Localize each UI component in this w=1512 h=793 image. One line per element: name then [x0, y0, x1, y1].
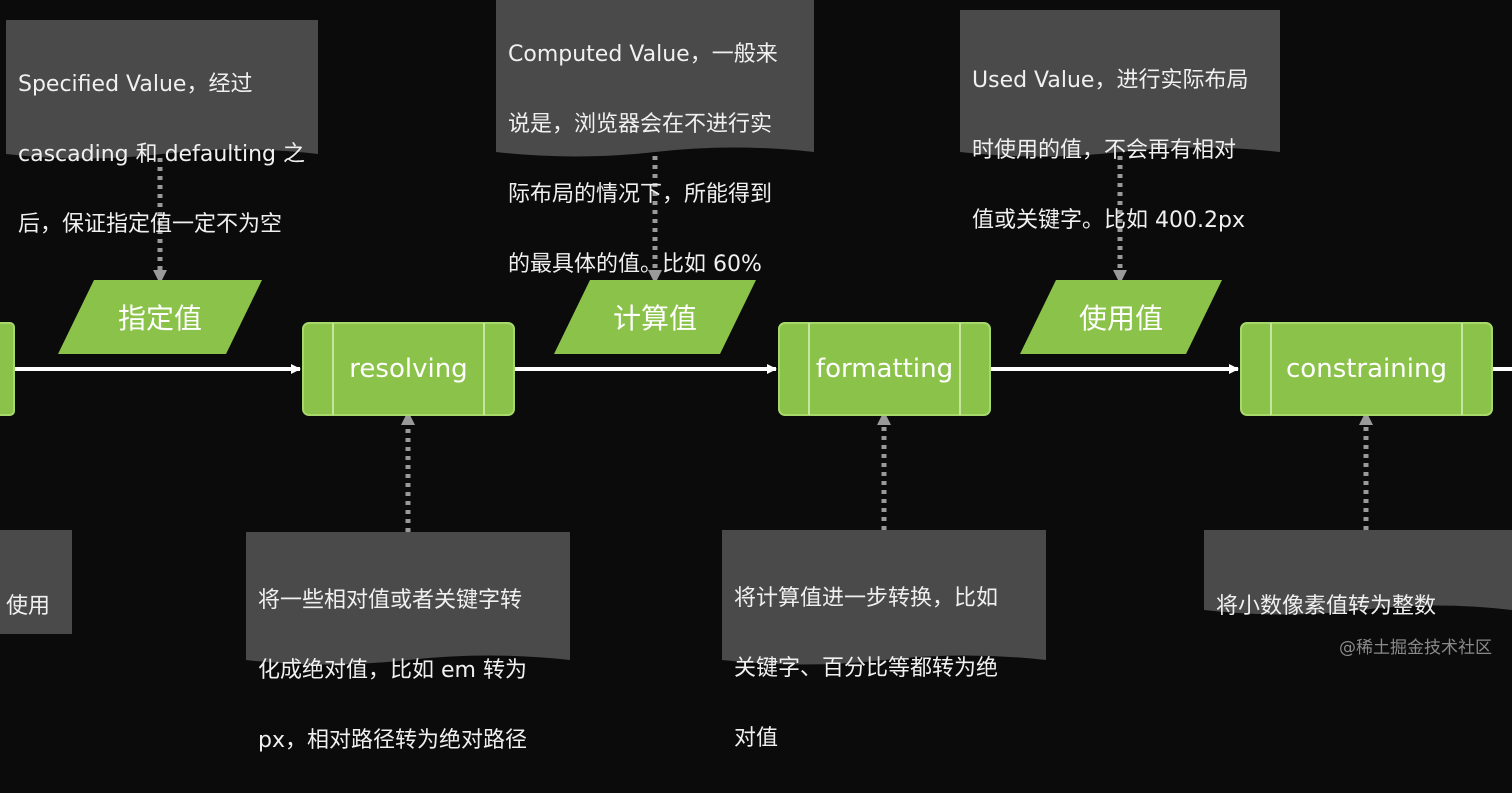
- watermark: @稀土掘金技术社区: [1339, 638, 1492, 658]
- process-node-formatting: [778, 322, 991, 416]
- note-used-line-2: 时使用的值，不会再有相对: [972, 138, 1237, 163]
- note-bg-used: [960, 10, 1280, 157]
- note-computed-line-2: 说是，浏览器会在不进行实: [508, 112, 773, 137]
- note-computed-line-1: Computed Value，一般来: [508, 42, 778, 67]
- flow-diagram: [0, 0, 1512, 665]
- process-node-resolving: [302, 322, 515, 416]
- note-computed-line-4: 的最具体的值。比如 60%: [508, 252, 762, 277]
- note-used-line-1: Used Value，进行实际布局: [972, 68, 1249, 93]
- note-computed-line-3: 际布局的情况下，所能得到: [508, 182, 773, 207]
- note-constraining: 将小数像素值转为整数: [1204, 554, 1512, 659]
- note-formatting: 将计算值进一步转换，比如 关键字、百分比等都转为绝 对值: [722, 546, 1046, 791]
- note-bg-resolving: [246, 532, 570, 665]
- note-formatting-line-2: 关键字、百分比等都转为绝: [734, 656, 999, 681]
- note-bg-specified: [6, 20, 318, 159]
- note-left-partial-line-1: 使用: [6, 594, 51, 619]
- note-specified-line-2: cascading 和 defaulting 之: [18, 142, 306, 167]
- note-resolving-line-1: 将一些相对值或者关键字转: [258, 588, 523, 613]
- note-specified: Specified Value，经过 cascading 和 defaultin…: [6, 32, 318, 277]
- note-left-partial: 使用: [0, 554, 72, 659]
- note-bg-constraining: [1204, 530, 1512, 615]
- note-used-line-3: 值或关键字。比如 400.2px: [972, 208, 1245, 233]
- note-constraining-line-1: 将小数像素值转为整数: [1216, 594, 1437, 619]
- note-specified-line-3: 后，保证指定值一定不为空: [18, 212, 283, 237]
- note-formatting-line-3: 对值: [734, 726, 779, 751]
- note-used: Used Value，进行实际布局 时使用的值，不会再有相对 值或关键字。比如 …: [960, 28, 1280, 273]
- note-resolving-line-2: 化成绝对值，比如 em 转为: [258, 658, 527, 683]
- note-formatting-line-1: 将计算值进一步转换，比如: [734, 586, 999, 611]
- note-bg-left-partial: [0, 530, 72, 634]
- note-bg-formatting: [722, 530, 1046, 665]
- value-node-computed: [554, 280, 756, 354]
- note-bg-computed: [496, 0, 814, 157]
- process-node-partial: [0, 322, 15, 416]
- note-computed: Computed Value，一般来 说是，浏览器会在不进行实 际布局的情况下，…: [496, 2, 814, 317]
- process-node-constraining: [1240, 322, 1493, 416]
- note-specified-line-1: Specified Value，经过: [18, 72, 253, 97]
- note-resolving-line-3: px，相对路径转为绝对路径: [258, 728, 527, 753]
- value-node-used: [1020, 280, 1222, 354]
- note-resolving: 将一些相对值或者关键字转 化成绝对值，比如 em 转为 px，相对路径转为绝对路…: [246, 548, 570, 793]
- value-node-specified: [58, 280, 262, 354]
